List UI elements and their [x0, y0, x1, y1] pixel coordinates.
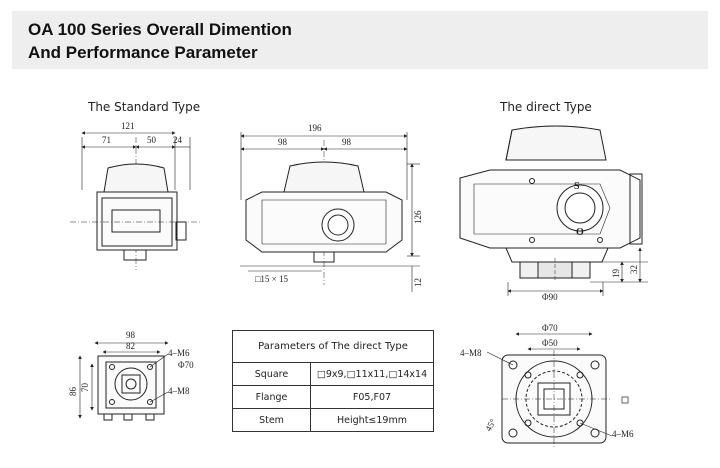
caption-direct-type: The direct Type [500, 100, 592, 114]
dim-70: 70 [80, 383, 90, 393]
table-row: Stem Height≤19mm [232, 408, 434, 432]
standard-side-view [240, 132, 420, 292]
dim-98-left: 98 [278, 137, 288, 147]
label-phi70: Φ70 [178, 360, 194, 370]
dim-98-bottom: 98 [126, 330, 136, 340]
dim-phi50-flange: Φ50 [542, 338, 558, 348]
param-key: Stem [232, 408, 311, 432]
param-value: □9x9,□11x11,□14x14 [310, 362, 434, 386]
table-row: Flange F05,F07 [232, 385, 434, 409]
dim-126: 126 [413, 210, 423, 224]
dim-24: 24 [173, 135, 183, 145]
dim-71: 71 [102, 135, 111, 145]
title-banner: OA 100 Series Overall Dimention And Perf… [12, 11, 708, 69]
dim-32: 32 [629, 265, 639, 274]
parameters-table: Parameters of The direct Type Square □9x… [232, 330, 434, 432]
label-o: O [576, 227, 584, 238]
label-4-m6: 4–M6 [168, 348, 190, 358]
param-value: Height≤19mm [310, 408, 434, 432]
dim-phi90: Φ90 [542, 292, 558, 302]
label-4-m8-flange: 4–M8 [460, 348, 482, 358]
label-4-m6-flange: 4–M6 [612, 429, 634, 439]
dim-196: 196 [308, 123, 322, 133]
dim-50: 50 [147, 135, 157, 145]
dim-12: 12 [413, 278, 423, 287]
parameters-title: Parameters of The direct Type [232, 330, 434, 363]
dim-19: 19 [611, 269, 621, 279]
dim-phi70-flange: Φ70 [542, 323, 558, 333]
title-line-2: And Performance Parameter [28, 43, 258, 62]
standard-front-view [70, 131, 200, 270]
square-15-label: □15 × 15 [255, 274, 289, 284]
direct-top-view [459, 125, 648, 296]
dim-82: 82 [126, 341, 135, 351]
dim-86: 86 [68, 387, 78, 397]
param-key: Square [232, 362, 311, 386]
table-row: Square □9x9,□11x11,□14x14 [232, 362, 434, 386]
label-4-m8: 4–M8 [168, 386, 190, 396]
angle-45: 45° [483, 417, 498, 433]
title-line-1: OA 100 Series Overall Dimention [28, 20, 292, 39]
standard-bottom-view [78, 341, 169, 421]
caption-standard-type: The Standard Type [88, 100, 201, 114]
dim-98-right: 98 [342, 137, 352, 147]
dim-121: 121 [121, 121, 135, 131]
label-s: S [574, 181, 580, 192]
param-value: F05,F07 [310, 385, 434, 409]
direct-flange-view [486, 332, 629, 448]
param-key: Flange [232, 385, 311, 409]
